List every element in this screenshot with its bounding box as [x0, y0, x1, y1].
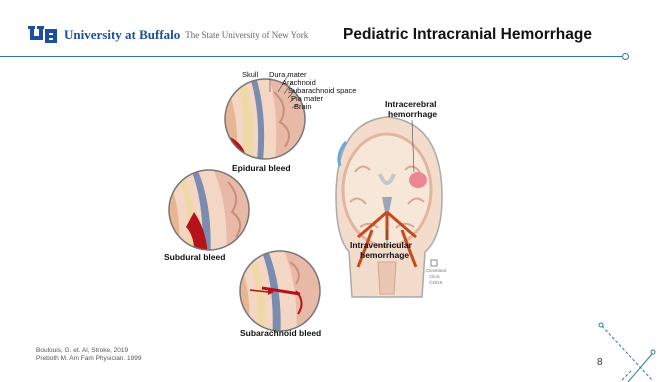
label-intraventricular-hemorrhage: hemorrhage: [360, 250, 409, 260]
header-rule-dot: [622, 53, 629, 60]
watermark-line-1: Cleveland: [426, 268, 446, 273]
slide-title: Pediatric Intracranial Hemorrhage: [343, 26, 592, 44]
subdural-detail: [150, 162, 260, 262]
label-intracerebral-hemorrhage: hemorrhage: [388, 109, 437, 119]
reference-2: Preboth M. Am Fam Physician. 1999: [36, 355, 142, 363]
hemorrhage-figure: Skull Dura mater Arachnoid Subarachnoid …: [150, 62, 470, 344]
label-subdural-bleed: Subdural bleed: [164, 252, 225, 262]
logo-subtitle: The State University of New York: [185, 30, 308, 40]
label-subarachnoid-bleed: Subarachnoid bleed: [240, 328, 321, 338]
label-skull: Skull: [242, 71, 258, 79]
label-intracerebral: Intracerebral: [385, 99, 437, 109]
watermark-line-3: ©2019: [429, 280, 442, 285]
label-epidural-bleed: Epidural bleed: [232, 163, 291, 173]
university-logo: University at Buffalo The State Universi…: [28, 26, 308, 43]
watermark-line-2: Clinic: [429, 274, 440, 279]
references: Boulouis, G. et. Al, Stroke, 2019 Prebot…: [36, 347, 142, 363]
ub-logo-icon: [28, 26, 58, 43]
label-intraventricular: Intraventricular: [350, 240, 412, 250]
corner-decoration: [592, 318, 667, 382]
label-brain: Brain: [294, 103, 312, 111]
header-rule: [0, 56, 622, 57]
slide-header: University at Buffalo The State Universi…: [0, 0, 667, 60]
reference-1: Boulouis, G. et. Al, Stroke, 2019: [36, 347, 142, 355]
subarachnoid-detail: [220, 242, 330, 342]
logo-text: University at Buffalo: [64, 27, 180, 43]
